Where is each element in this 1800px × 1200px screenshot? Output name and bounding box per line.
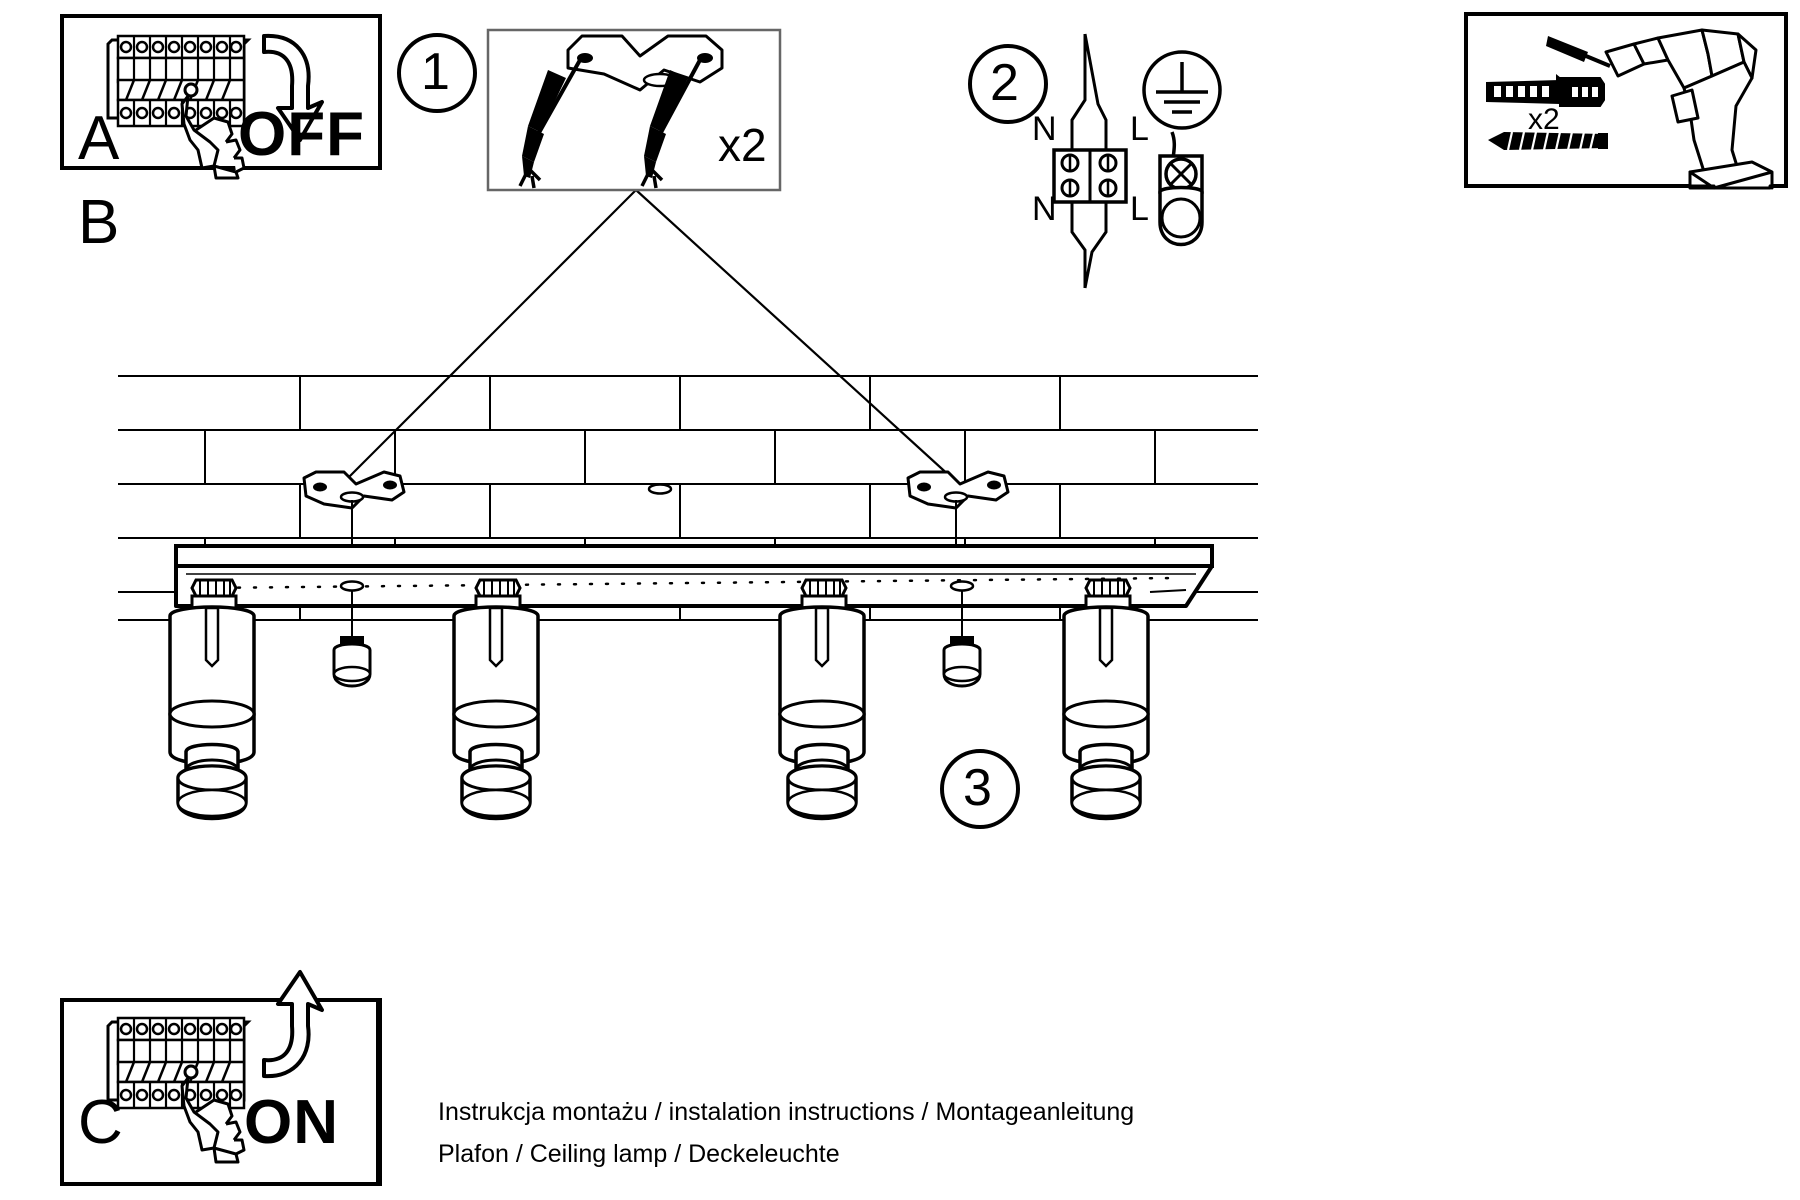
parts-quantity-label: x2 — [1528, 103, 1560, 136]
mounting-bracket-left — [302, 470, 406, 546]
spotlight-head — [452, 578, 540, 821]
panel-a-down-arrow-icon — [262, 33, 324, 142]
step-3-circle — [940, 749, 1020, 829]
panel-c-hand-icon — [180, 1076, 246, 1164]
hanging-bulb-left — [332, 580, 372, 688]
wall-anchor-icon — [1486, 74, 1605, 107]
caption-line-2: Plafon / Ceiling lamp / Deckeleuchte — [438, 1140, 840, 1168]
panel-c-action-label: ON — [244, 1088, 339, 1157]
panel-c-up-arrow-icon — [262, 970, 324, 1079]
mounting-bracket-right — [906, 470, 1010, 546]
caption-line-1: Instrukcja montażu / instalation instruc… — [438, 1098, 1135, 1126]
step-1-quantity-label: x2 — [718, 119, 767, 171]
terminal-label-n-top: N — [1032, 110, 1057, 148]
step-2-terminal-block — [1052, 33, 1128, 289]
panel-c-label: C — [78, 1088, 123, 1157]
wood-screw-icon — [1488, 131, 1608, 151]
step-1-number: 1 — [421, 43, 450, 101]
panel-a-label: A — [78, 104, 120, 173]
step-1-circle — [397, 33, 477, 113]
terminal-label-l-bottom: L — [1130, 190, 1149, 228]
lamp-base-bar — [174, 544, 1214, 608]
earth-ground-symbol-icon — [1142, 50, 1222, 130]
ceiling-hole-mark — [647, 483, 673, 495]
terminal-label-n-bottom: N — [1032, 190, 1057, 228]
spotlight-head — [778, 578, 866, 821]
step-2-circle — [968, 44, 1048, 124]
power-drill-icon — [1546, 28, 1774, 190]
leader-lines — [347, 189, 953, 479]
panel-c-breaker-icon — [106, 1016, 252, 1110]
earth-terminal-connector — [1158, 131, 1204, 247]
terminal-label-l-top: L — [1130, 110, 1149, 148]
step-2-number: 2 — [990, 54, 1019, 112]
step-3-number: 3 — [963, 759, 992, 817]
spotlight-head — [168, 578, 256, 821]
spotlight-head — [1062, 578, 1150, 821]
hanging-bulb-right — [942, 580, 982, 688]
panel-a-breaker-icon — [106, 34, 252, 128]
panel-a-hand-icon — [180, 94, 246, 180]
step-1-bracket-icon — [518, 34, 724, 189]
panel-a-action-label: OFF — [238, 100, 365, 169]
panel-b-label: B — [78, 188, 120, 257]
